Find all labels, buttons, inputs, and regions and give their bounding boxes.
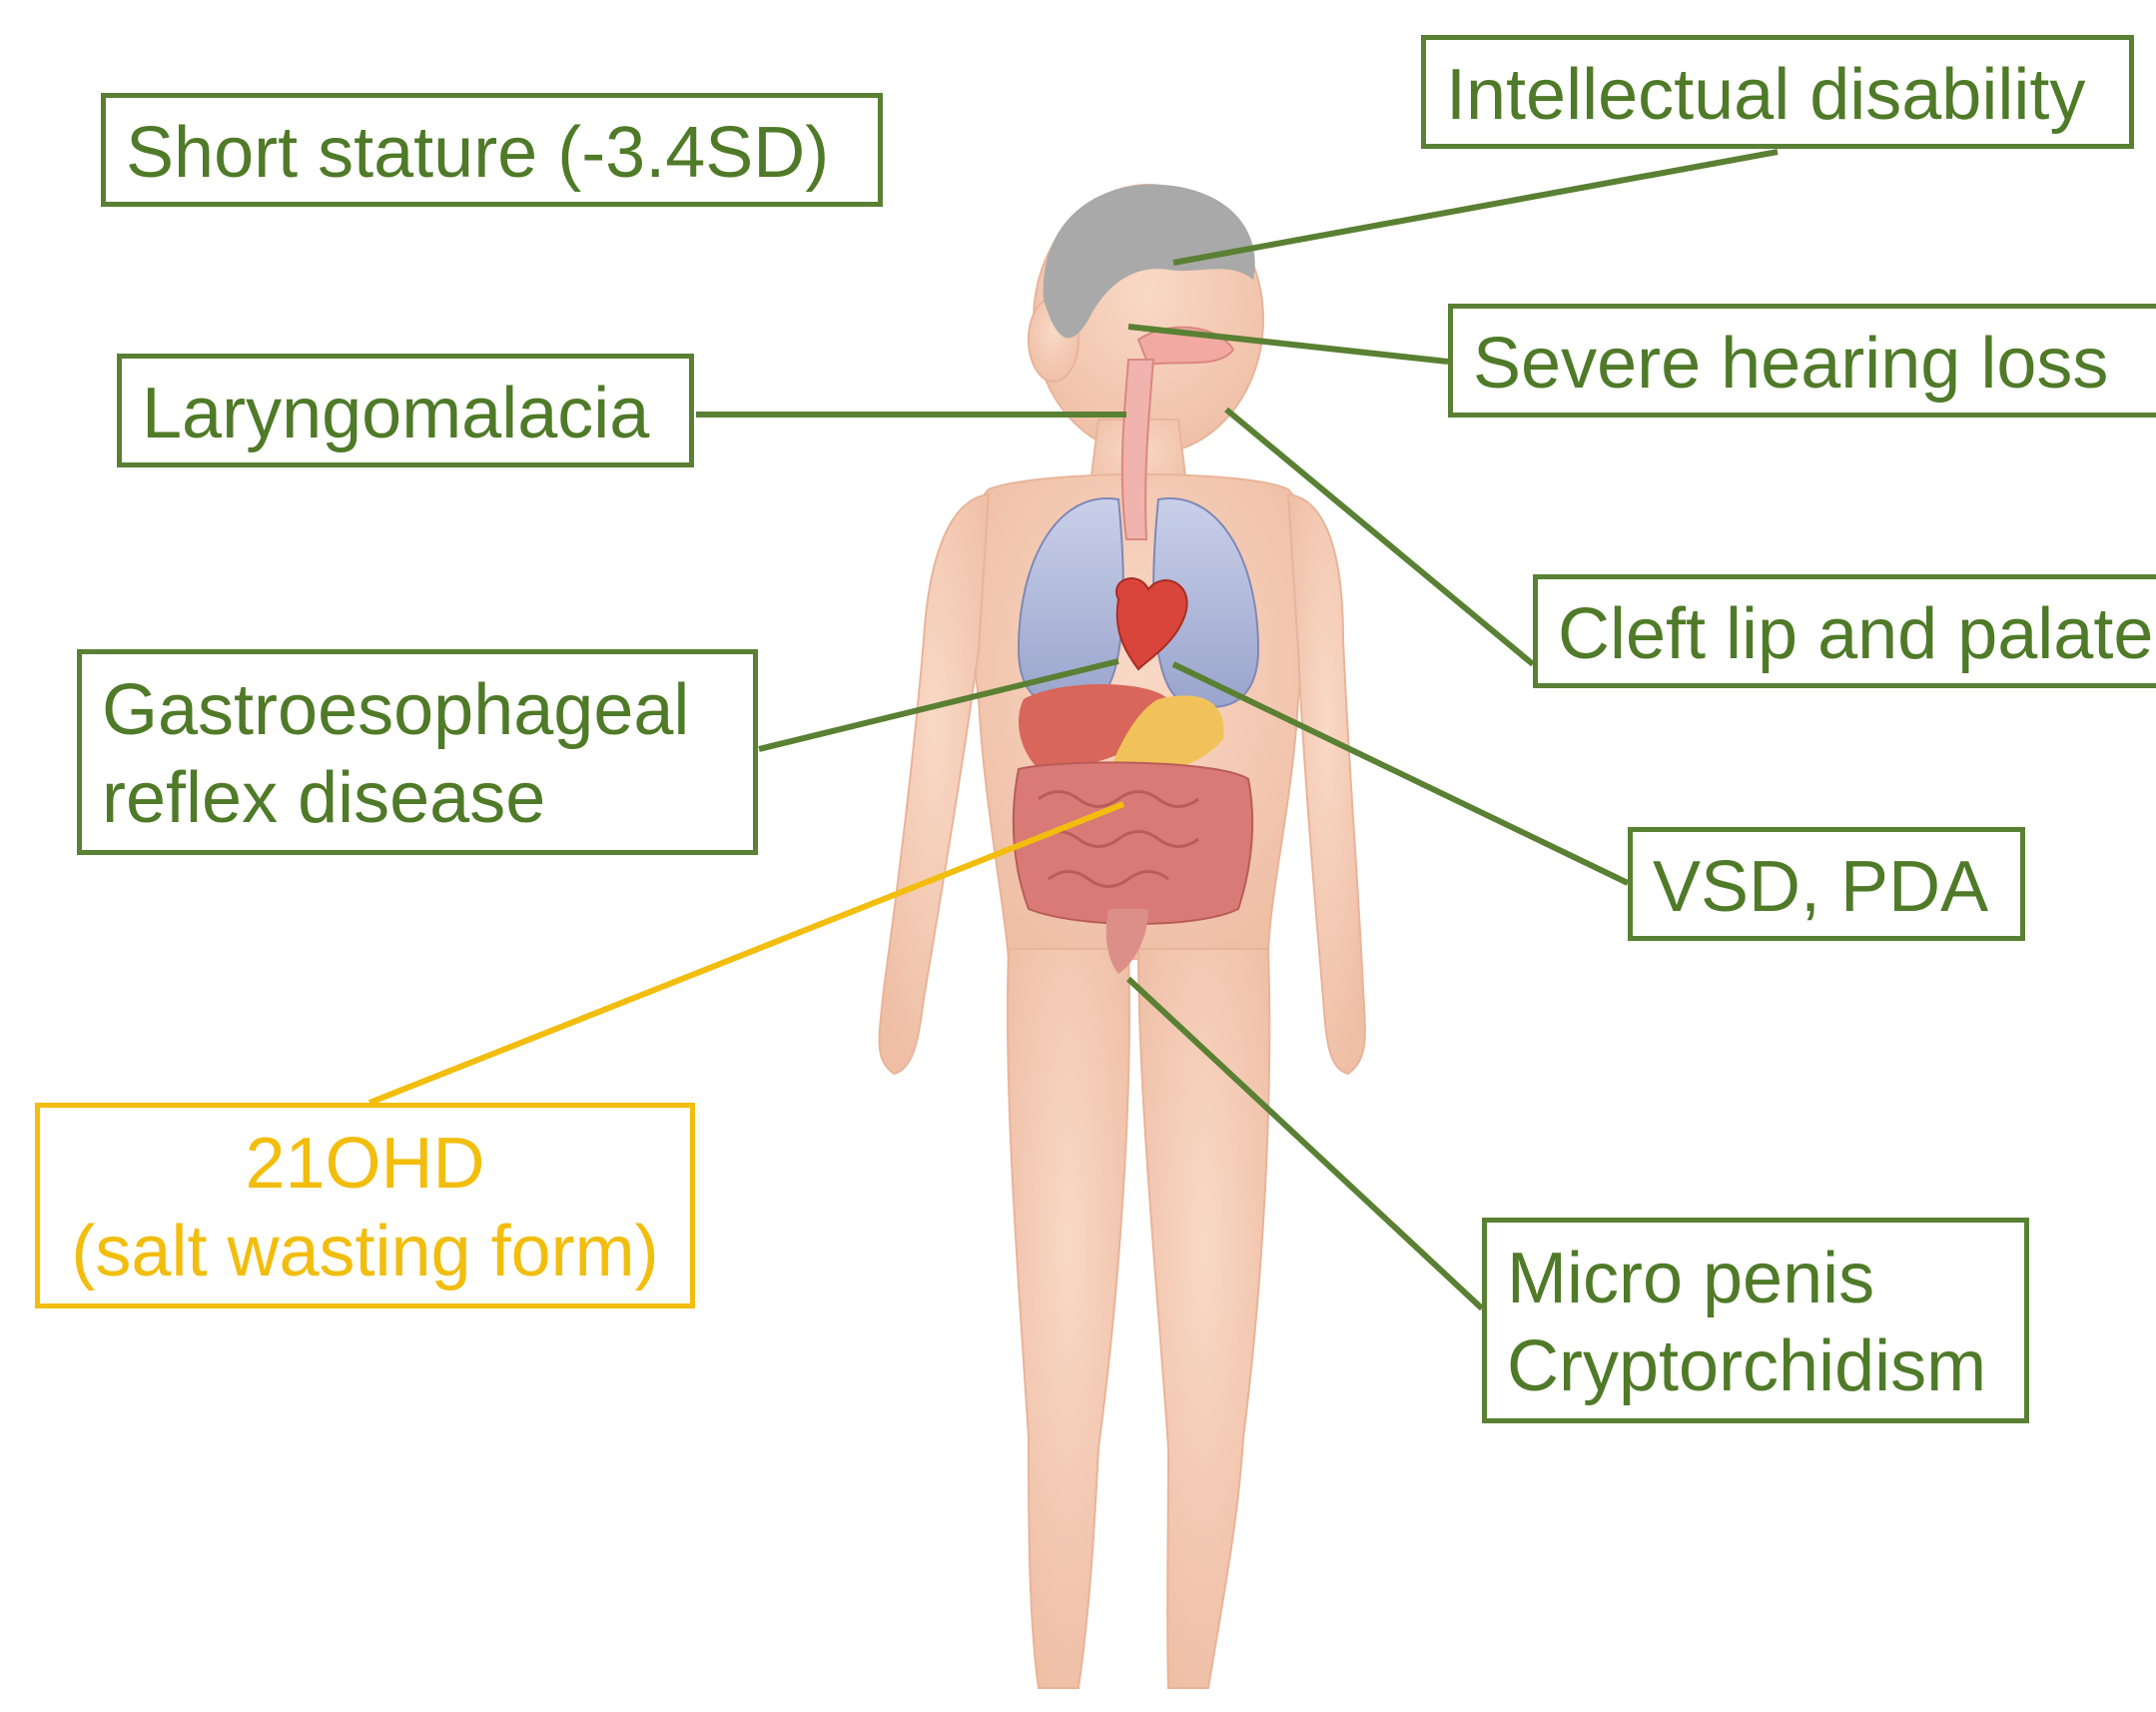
label-vsd-pda-text: VSD, PDA: [1653, 843, 2000, 931]
label-gerd: Gastroesophageal reflex disease: [77, 649, 758, 855]
leg-right: [1138, 949, 1269, 1688]
label-short-stature-text: Short stature (-3.4SD): [126, 109, 858, 197]
label-short-stature: Short stature (-3.4SD): [101, 93, 883, 207]
line-intellectual-disability: [1173, 152, 1778, 263]
arm-right: [1288, 494, 1365, 1074]
label-cleft: Cleft lip and palate: [1533, 574, 2156, 688]
leg-left: [1008, 949, 1129, 1688]
label-cleft-text: Cleft lip and palate: [1558, 590, 2136, 678]
label-hearing-loss: Severe hearing loss: [1448, 304, 2156, 418]
label-vsd-pda: VSD, PDA: [1628, 827, 2025, 941]
label-genital: Micro penis Cryptorchidism: [1482, 1218, 2029, 1423]
label-gerd-line2: reflex disease: [102, 754, 733, 842]
label-laryngomalacia-text: Laryngomalacia: [142, 370, 669, 457]
label-laryngomalacia: Laryngomalacia: [117, 354, 694, 467]
label-hearing-loss-text: Severe hearing loss: [1473, 320, 2136, 408]
label-genital-line2: Cryptorchidism: [1507, 1322, 2004, 1410]
label-intellectual-disability: Intellectual disability: [1421, 35, 2134, 149]
label-genital-line1: Micro penis: [1507, 1235, 2004, 1322]
arm-left: [880, 494, 989, 1074]
label-21ohd-line1: 21OHD: [50, 1120, 680, 1208]
label-gerd-line1: Gastroesophageal: [102, 666, 733, 754]
label-intellectual-disability-text: Intellectual disability: [1446, 51, 2109, 139]
label-21ohd: 21OHD (salt wasting form): [35, 1103, 695, 1308]
intestines: [1014, 762, 1252, 924]
label-21ohd-line2: (salt wasting form): [50, 1208, 680, 1295]
